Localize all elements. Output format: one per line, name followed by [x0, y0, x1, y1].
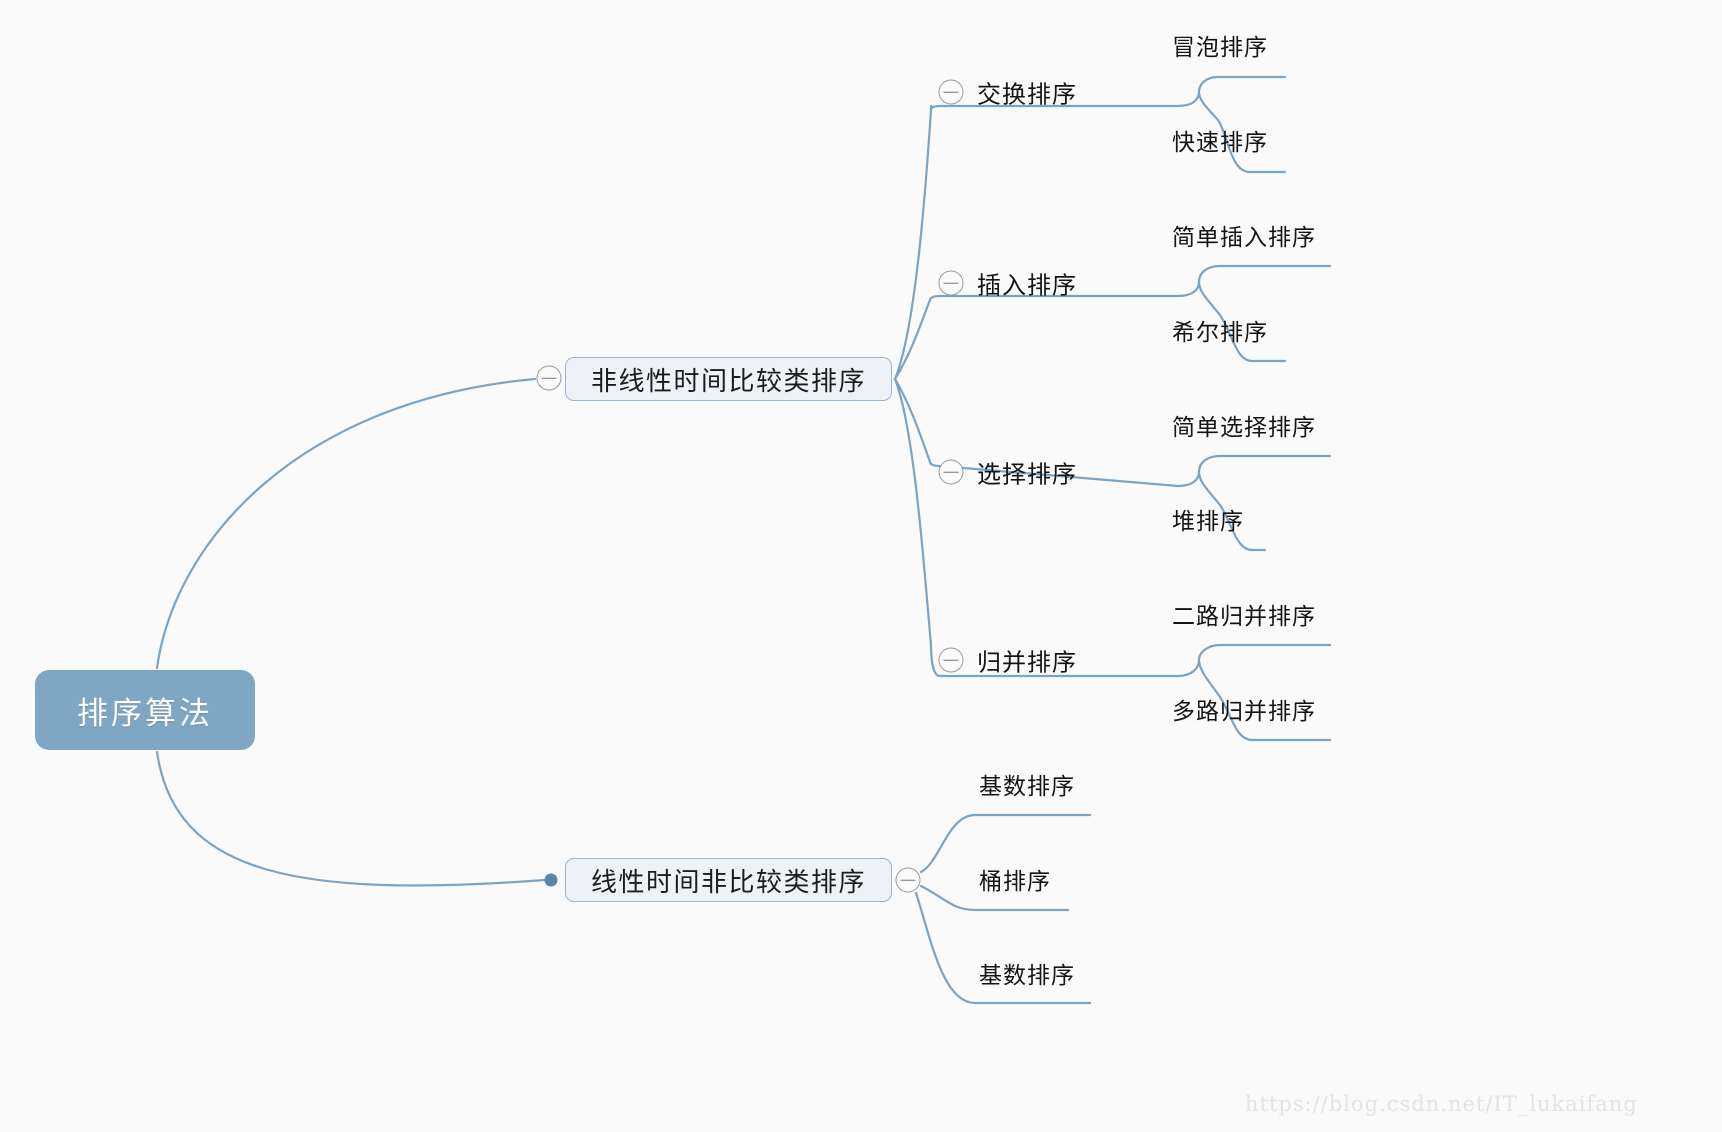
node-label-radix-sort-1[interactable]: 基数排序 — [979, 774, 1075, 800]
node-label-insertion-sort[interactable]: 插入排序 — [977, 271, 1077, 300]
node-label-two-way-merge-sort[interactable]: 二路归并排序 — [1172, 604, 1316, 630]
branch-node-linear[interactable]: 线性时间非比较类排序 — [565, 858, 892, 902]
edge-branch1-to-exchange — [893, 108, 933, 381]
toggle-merge-sort[interactable] — [938, 647, 964, 673]
toggle-selection-sort[interactable] — [938, 459, 964, 485]
root-label: 排序算法 — [77, 695, 213, 732]
node-label-bubble-sort[interactable]: 冒泡排序 — [1172, 35, 1268, 61]
branch-node-nonlinear[interactable]: 非线性时间比较类排序 — [565, 357, 892, 401]
branch-label-nonlinear: 非线性时间比较类排序 — [590, 366, 866, 397]
toggle-branch-linear[interactable] — [895, 867, 921, 893]
edge-branch1-to-insert — [893, 298, 932, 381]
watermark-text: https://blog.csdn.net/IT_lukaifang — [1245, 1092, 1638, 1116]
edge-root-to-branch2 — [155, 750, 547, 887]
node-label-multi-way-merge-sort[interactable]: 多路归并排序 — [1172, 699, 1316, 725]
node-label-simple-insertion-sort[interactable]: 简单插入排序 — [1172, 225, 1316, 251]
root-node[interactable]: 排序算法 — [35, 670, 255, 750]
node-label-merge-sort[interactable]: 归并排序 — [977, 648, 1077, 677]
edge-branch1-to-select — [893, 377, 932, 464]
node-label-simple-selection-sort[interactable]: 简单选择排序 — [1172, 415, 1316, 441]
connector-dot-linear — [544, 873, 558, 887]
node-label-selection-sort[interactable]: 选择排序 — [977, 460, 1077, 489]
edge-branch1-to-merge — [893, 377, 933, 647]
node-label-bucket-sort[interactable]: 桶排序 — [979, 869, 1051, 895]
node-label-radix-sort-2[interactable]: 基数排序 — [979, 963, 1075, 989]
edge-root-to-branch1 — [155, 377, 537, 670]
node-label-exchange-sort[interactable]: 交换排序 — [977, 80, 1077, 109]
toggle-insertion-sort[interactable] — [938, 270, 964, 296]
node-label-heap-sort[interactable]: 堆排序 — [1172, 509, 1244, 535]
node-label-quick-sort[interactable]: 快速排序 — [1172, 130, 1268, 156]
branch-label-linear: 线性时间非比较类排序 — [590, 867, 866, 898]
node-label-shell-sort[interactable]: 希尔排序 — [1172, 320, 1268, 346]
toggle-exchange-sort[interactable] — [938, 79, 964, 105]
toggle-branch-nonlinear[interactable] — [536, 365, 562, 391]
